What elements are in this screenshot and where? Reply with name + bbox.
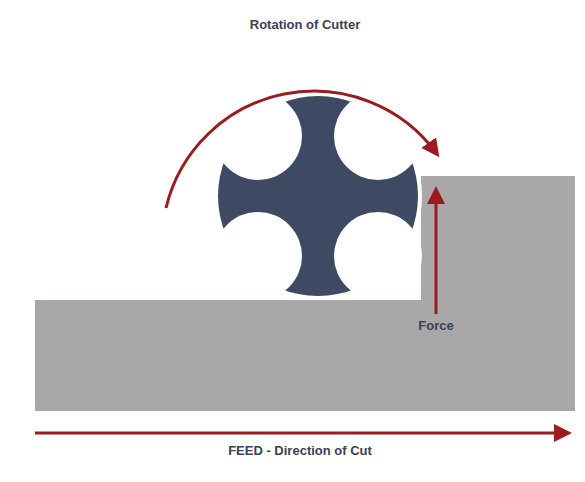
cut-region xyxy=(214,92,422,300)
milling-cutter xyxy=(214,92,422,300)
rotation-label: Rotation of Cutter xyxy=(250,17,360,32)
force-arrow xyxy=(435,190,438,314)
force-label: Force xyxy=(418,318,453,333)
feed-label: FEED - Direction of Cut xyxy=(228,443,372,458)
rotation-arrow xyxy=(166,91,437,208)
feed-arrow xyxy=(35,432,568,435)
